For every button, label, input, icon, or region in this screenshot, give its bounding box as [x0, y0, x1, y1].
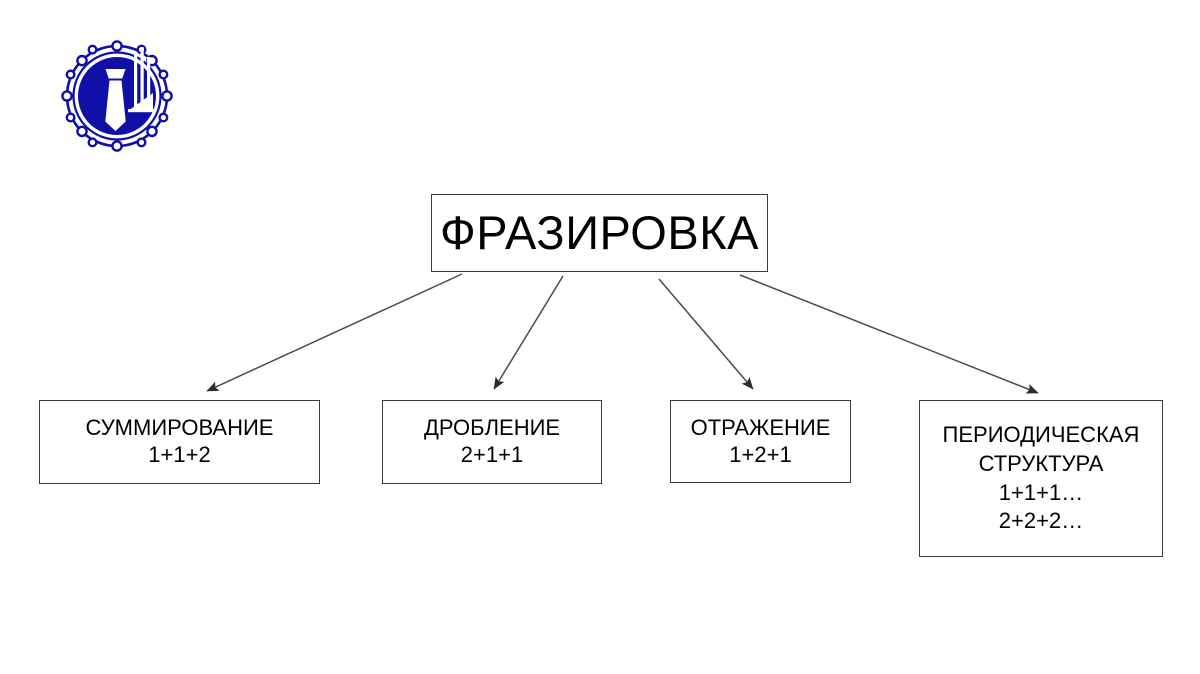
node-reflection-title: ОТРАЖЕНИЕ — [690, 414, 831, 440]
node-fragmentation-formula: 2+1+1 — [460, 442, 524, 467]
node-summation-formula: 1+1+2 — [148, 442, 211, 467]
node-reflection-formula: 1+2+1 — [729, 441, 792, 467]
arrow-root-to-reflection — [658, 278, 754, 390]
arrow-root-to-periodic — [739, 274, 1039, 394]
node-root-phrasing: ФРАЗИРОВКА — [431, 194, 768, 272]
node-fragmentation-title: ДРОБЛЕНИЕ — [423, 415, 561, 441]
node-root-label: ФРАЗИРОВКА — [440, 206, 759, 260]
node-reflection: ОТРАЖЕНИЕ 1+2+1 — [670, 400, 851, 483]
node-periodic-title-line2: СТРУКТУРА — [978, 450, 1104, 476]
node-periodic-structure: ПЕРИОДИЧЕСКАЯ СТРУКТУРА 1+1+1… 2+2+2… — [919, 400, 1163, 557]
node-summation-title: СУММИРОВАНИЕ — [85, 415, 274, 441]
arrow-root-to-fragmentation — [493, 275, 564, 390]
node-fragmentation: ДРОБЛЕНИЕ 2+1+1 — [382, 400, 602, 484]
node-periodic-title-line1: ПЕРИОДИЧЕСКАЯ — [942, 422, 1140, 448]
node-periodic-formula-2: 2+2+2… — [998, 508, 1084, 534]
arrow-root-to-summation — [206, 273, 463, 392]
node-periodic-formula-1: 1+1+1… — [998, 479, 1084, 505]
node-summation: СУММИРОВАНИЕ 1+1+2 — [39, 400, 320, 484]
institute-logo — [58, 33, 176, 155]
